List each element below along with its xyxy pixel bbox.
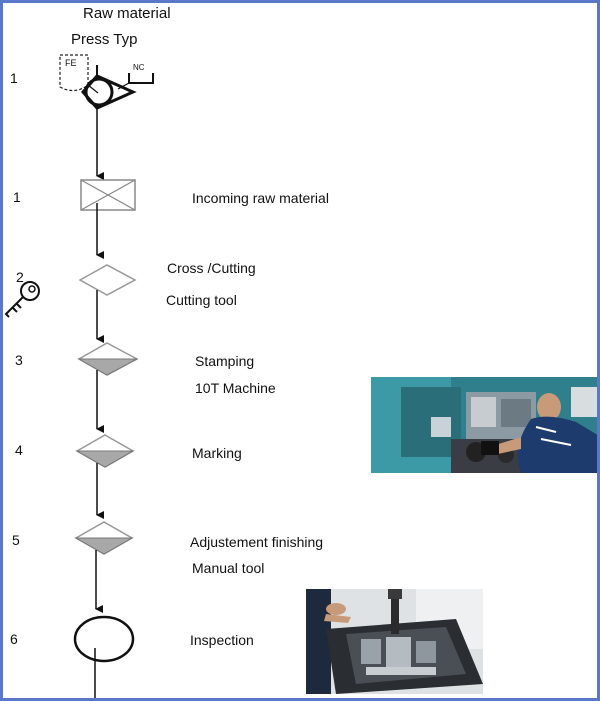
nc-symbol: NC <box>128 63 154 84</box>
inspection-fixture-illustration <box>306 589 483 694</box>
finishing-diamond-symbol <box>74 521 134 555</box>
key-icon <box>4 281 40 318</box>
stamping-label: Stamping <box>195 353 255 369</box>
press-type-label: Press Typ <box>71 31 138 48</box>
stamping-machine-illustration <box>371 377 597 473</box>
marking-diamond-symbol <box>75 434 135 468</box>
cutting-tool-label: Cutting tool <box>166 292 237 308</box>
step-number-3: 3 <box>15 352 23 368</box>
incoming-box-symbol <box>80 179 136 211</box>
nc-symbol-text: NC <box>133 63 145 72</box>
marking-label: Marking <box>192 445 242 461</box>
flow-chart-graphics: FE NC <box>4 54 154 698</box>
step-number-1: 1 <box>13 189 21 205</box>
step-number-6: 6 <box>10 631 18 647</box>
stamping-machine-photo <box>371 377 597 473</box>
cutting-diamond-symbol <box>78 264 137 296</box>
stamping-diamond-symbol <box>77 342 139 376</box>
step-number-start: 1 <box>10 70 18 86</box>
step-number-5: 5 <box>12 532 20 548</box>
machine-10t-label: 10T Machine <box>195 380 276 396</box>
cross-cutting-label: Cross /Cutting <box>167 260 256 276</box>
inspection-circle-symbol <box>73 615 135 663</box>
inspection-label: Inspection <box>190 632 254 648</box>
fe-document-symbol: FE <box>59 54 89 92</box>
fe-symbol-text: FE <box>65 58 77 68</box>
adjustement-finishing-label: Adjustement finishing <box>190 534 324 550</box>
manual-tool-label: Manual tool <box>192 560 265 576</box>
incoming-raw-material-label: Incoming raw material <box>192 190 329 206</box>
raw-material-start-symbol <box>81 65 137 110</box>
step-number-4: 4 <box>15 442 23 458</box>
raw-material-title: Raw material <box>83 5 171 22</box>
step-number-2: 2 <box>16 269 24 285</box>
inspection-fixture-photo <box>306 589 483 694</box>
